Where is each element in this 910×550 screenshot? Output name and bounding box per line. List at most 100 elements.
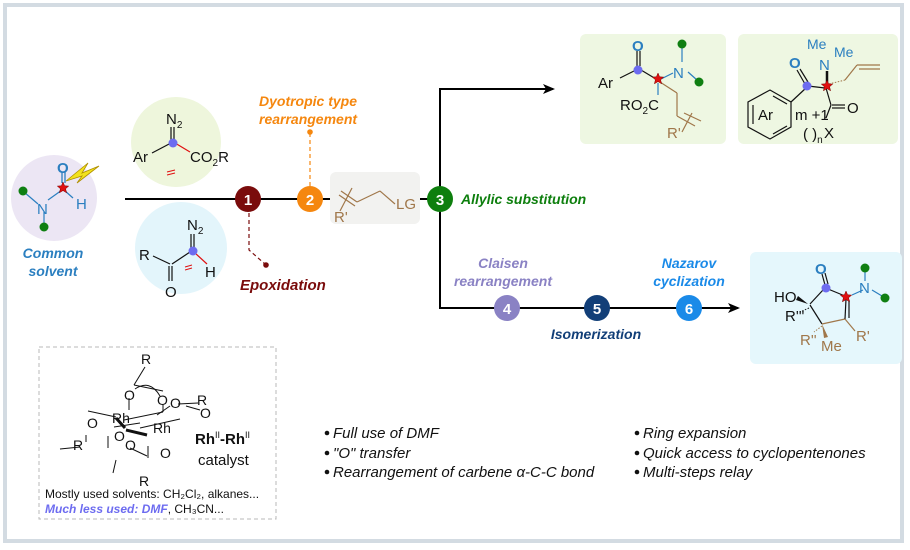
features-left-list: Full use of DMF "O" transfer Rearrangeme… [324, 425, 595, 481]
allyl-reagent-background [330, 172, 420, 224]
step-3-label: Allylic substitution [460, 191, 586, 207]
step-2-pointer-dot [307, 129, 313, 135]
ester-label: CO2R [190, 149, 229, 169]
product-2-x-label: X [824, 125, 834, 142]
allyl-reagent: R' LG [330, 172, 420, 226]
step-2-label-line1: Dyotropic type [259, 93, 357, 109]
features-right-list: Ring expansion Quick access to cyclopent… [634, 425, 866, 481]
acyl-diazo: N2 R H O [135, 202, 227, 301]
catalyst-atom-labels: R O O O R O Rh Rh O O R O O R [73, 351, 211, 489]
step-2-label-line2: rearrangement [259, 111, 358, 127]
methyl-dot [677, 39, 687, 49]
step-2: 2 Dyotropic type rearrangement [259, 93, 358, 212]
carbene-carbon-dot [168, 138, 178, 148]
product-2-ring-size: m +1 [795, 107, 829, 124]
step-4-label-line1: Claisen [478, 255, 528, 271]
step-4-number: 4 [503, 301, 512, 318]
carbene-carbon-dot [188, 246, 198, 256]
feature-item: "O" transfer [333, 445, 411, 462]
step-3-number: 3 [436, 192, 444, 209]
product-1-ester: RO2C [620, 97, 659, 117]
feature-item: Rearrangement of carbene α-C-C bond [333, 464, 595, 481]
acyl-diazo-background [135, 202, 227, 294]
product-2-methyl-1: Me [807, 36, 827, 52]
lightning-bolt-icon [65, 162, 100, 184]
step-1-pointer-dot [263, 262, 269, 268]
step-2-number: 2 [306, 192, 314, 209]
reactive-site-star-icon [56, 181, 70, 194]
aryl-diazoester: N2 Ar CO2R [131, 97, 229, 187]
reactive-site-star-icon [839, 290, 853, 303]
carbene-carbon-dot [821, 283, 831, 293]
benzene-ring [747, 89, 792, 140]
solvents-mostly-used: Mostly used solvents: CH₂Cl₂, alkanes... [45, 487, 259, 501]
dmf-molecule: O N H Common solvent [11, 155, 100, 279]
catalyst-r-label: R [197, 392, 207, 408]
feature-item: Quick access to cyclopentenones [643, 445, 866, 462]
catalyst-o-label: O [160, 445, 171, 461]
product-2-background [738, 34, 898, 144]
product-3-background [750, 252, 902, 364]
leaving-group-label: LG [396, 196, 416, 213]
step-1-label: Epoxidation [240, 277, 326, 294]
product-1-oxygen: O [632, 38, 644, 55]
methyl-dot [694, 77, 704, 87]
step-5-label: Isomerization [551, 326, 641, 342]
methyl-dot [18, 186, 28, 196]
carbene-carbon-dot [802, 81, 812, 91]
product-3-hydroxyl: HO [774, 289, 797, 306]
h-label: H [205, 264, 216, 281]
rh-paddlewheel-structure [59, 366, 201, 474]
n2-label: N2 [187, 217, 204, 237]
rhodium-label: Rh [112, 410, 130, 426]
catalyst-o-label: O [87, 415, 98, 431]
methyl-dot [39, 222, 49, 232]
product-3-oxygen: O [815, 261, 827, 278]
product-2-carbonyl-oxygen: O [847, 100, 859, 117]
feature-item: Ring expansion [643, 425, 746, 442]
wedge-bond [796, 296, 808, 304]
o-label: O [165, 284, 177, 301]
product-3-r-triple-prime: R''' [785, 308, 805, 325]
catalyst-r-label: R [73, 437, 83, 453]
step-2-badge [297, 186, 323, 212]
n2-label: N2 [166, 111, 183, 131]
methyl-dot [880, 293, 890, 303]
step-6-label-line2: cyclization [653, 273, 725, 289]
product-1-aryl: Ar [598, 75, 613, 92]
product-3: O N HO R''' R'' Me R' [750, 252, 902, 364]
feature-item: Multi-steps relay [643, 464, 754, 481]
step-5: 5 Isomerization [551, 295, 641, 342]
start-label-line2: solvent [28, 263, 78, 279]
step-4-label-line2: rearrangement [454, 273, 553, 289]
stereocenter-star-icon [651, 72, 665, 85]
product-2-methyl-2: Me [834, 44, 854, 60]
dmf-nitrogen: N [37, 201, 48, 218]
product-1-r-label: R' [667, 125, 681, 142]
catalyst-o-label: O [125, 437, 136, 453]
catalyst-box-border [38, 346, 277, 520]
step-6-badge [676, 295, 702, 321]
step-1-number: 1 [244, 192, 252, 209]
product-3-r-double-prime: R'' [800, 332, 817, 349]
catalyst-caption: catalyst [198, 452, 250, 469]
step-4: 4 Claisen rearrangement [454, 255, 553, 321]
catalyst-name: RhII-RhII [195, 430, 250, 448]
step-1: 1 Epoxidation [235, 186, 326, 294]
product-1: O N Ar RO2C R' [580, 34, 726, 144]
catalyst-o-label: O [124, 387, 135, 403]
step-5-number: 5 [593, 301, 601, 318]
stereocenter-star-icon [820, 79, 834, 92]
catalyst-o-label: O [170, 395, 181, 411]
allyl-r-label: R' [334, 209, 348, 226]
wedge-bond [822, 324, 828, 338]
step-3: 3 Allylic substitution [427, 186, 586, 212]
catalyst-r-label: R [139, 473, 149, 489]
step-5-badge [584, 295, 610, 321]
rhodium-label: Rh [153, 420, 171, 436]
catalyst-r-label: R [141, 351, 151, 367]
catalyst-o-label: O [157, 392, 168, 408]
aryl-label: Ar [133, 149, 148, 166]
dmf-hydrogen: H [76, 196, 87, 213]
